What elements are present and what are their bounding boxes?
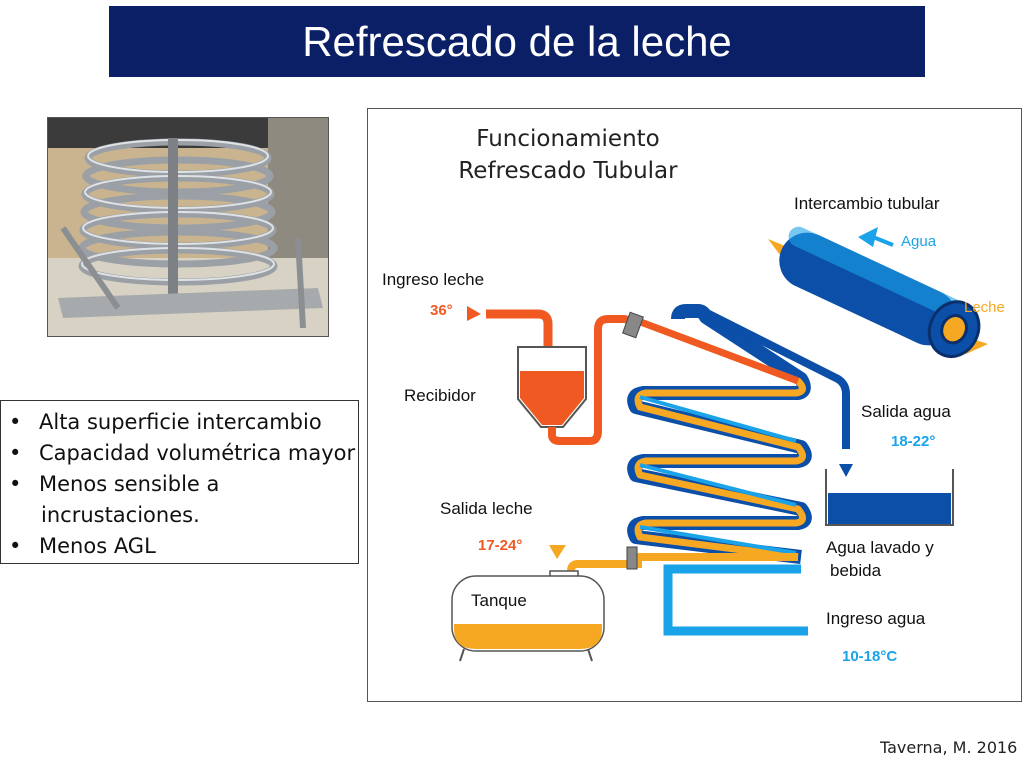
bullet-item-continuation: incrustaciones. bbox=[41, 503, 200, 527]
bullet-item: Menos sensible a bbox=[7, 469, 358, 500]
bullet-item: Menos AGL bbox=[7, 531, 358, 562]
label-ingreso-agua: Ingreso agua bbox=[826, 609, 926, 628]
label-ingreso-leche: Ingreso leche bbox=[382, 270, 485, 289]
label-agua: Agua bbox=[901, 233, 937, 250]
label-salida-leche: Salida leche bbox=[440, 499, 533, 518]
label-bebida: bebida bbox=[830, 561, 882, 580]
tubular-cooling-diagram: Funcionamiento Refrescado Tubular Interc… bbox=[367, 108, 1022, 702]
temp-salida-leche: 17-24° bbox=[478, 537, 523, 554]
label-intercambio-tubular: Intercambio tubular bbox=[794, 194, 940, 213]
diagram-title: Funcionamiento Refrescado Tubular bbox=[453, 123, 683, 187]
tubular-exchange-illustration bbox=[768, 226, 988, 358]
temp-salida-agua: 18-22° bbox=[891, 433, 936, 450]
label-salida-agua: Salida agua bbox=[861, 402, 951, 421]
bullet-item: Capacidad volumétrica mayor bbox=[7, 438, 358, 469]
label-agua-lavado: Agua lavado y bbox=[826, 538, 934, 557]
receiver-vessel bbox=[517, 315, 634, 445]
slide-title: Refrescado de la leche bbox=[302, 17, 732, 65]
diagram-title-line2: Refrescado Tubular bbox=[458, 158, 678, 184]
source-credit: Taverna, M. 2016 bbox=[880, 738, 1018, 757]
label-tanque: Tanque bbox=[471, 591, 527, 610]
diagram-drawing bbox=[451, 226, 988, 662]
diagram-title-line1: Funcionamiento bbox=[476, 126, 660, 152]
bullet-item: Alta superficie intercambio bbox=[7, 407, 358, 438]
temp-ingreso-leche: 36° bbox=[430, 302, 453, 319]
temp-ingreso-agua: 10-18°C bbox=[842, 648, 898, 665]
label-recibidor: Recibidor bbox=[404, 386, 476, 405]
agua-arrow-icon bbox=[858, 227, 878, 247]
water-trough bbox=[825, 469, 954, 526]
label-leche: Leche bbox=[964, 299, 1005, 316]
slide-title-bar: Refrescado de la leche bbox=[109, 6, 925, 77]
salida-leche-arrow-icon bbox=[549, 545, 566, 559]
cooling-coil-photo bbox=[47, 117, 329, 337]
features-box: Alta superficie intercambio Capacidad vo… bbox=[0, 400, 359, 564]
coil-photo-illustration bbox=[48, 118, 328, 336]
milk-tank bbox=[451, 570, 605, 662]
ingreso-leche-arrow-icon bbox=[467, 306, 481, 321]
salida-agua-arrow-icon bbox=[839, 464, 853, 477]
